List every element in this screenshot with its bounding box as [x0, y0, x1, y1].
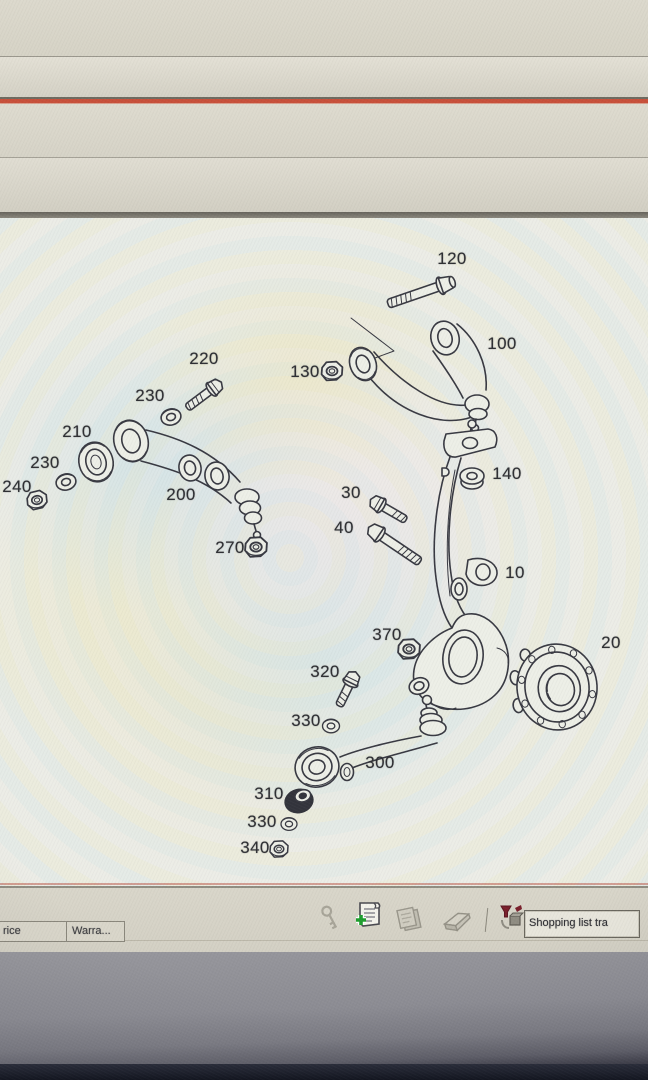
- bolt-220[interactable]: [182, 376, 226, 415]
- part-label-270-9[interactable]: 270: [215, 538, 245, 557]
- toolbar-separator: [484, 908, 489, 932]
- bottom-toolbar: rice Warra...: [0, 886, 648, 954]
- shopping-list-transfer-label: Shopping list tra: [529, 917, 608, 929]
- screen-bezel: [0, 1064, 648, 1080]
- nut-270[interactable]: [244, 536, 268, 558]
- part-label-40-11[interactable]: 40: [334, 518, 354, 537]
- part-label-320-16[interactable]: 320: [310, 662, 340, 681]
- key-icon[interactable]: [316, 904, 346, 937]
- add-note-icon[interactable]: [352, 900, 384, 939]
- bolt-40[interactable]: [364, 520, 425, 569]
- red-accent-divider: [0, 97, 648, 104]
- nut-340[interactable]: [269, 840, 289, 858]
- part-label-300-18[interactable]: 300: [365, 753, 395, 772]
- part-label-100-1[interactable]: 100: [487, 334, 517, 353]
- bolt-120[interactable]: [385, 273, 458, 313]
- washer-230-lower[interactable]: [53, 470, 79, 494]
- diagram-area-top-edge: [0, 212, 648, 218]
- tab-row-underline: [0, 940, 648, 941]
- part-label-330-17[interactable]: 330: [291, 711, 321, 730]
- part-label-370-14[interactable]: 370: [372, 625, 402, 644]
- top-bar-3: [0, 104, 648, 158]
- lower-control-arm-200[interactable]: [109, 416, 263, 540]
- part-label-140-12[interactable]: 140: [492, 464, 522, 483]
- part-label-120-0[interactable]: 120: [437, 249, 467, 268]
- part-label-210-5[interactable]: 210: [62, 422, 92, 441]
- wheel-hub-bearing-20[interactable]: [505, 639, 602, 736]
- toolbar-red-hairline: [0, 883, 648, 885]
- bolt-30[interactable]: [366, 493, 410, 527]
- part-label-220-3[interactable]: 220: [189, 349, 219, 368]
- washer-330-lower[interactable]: [280, 816, 298, 832]
- part-label-310-19[interactable]: 310: [254, 784, 284, 803]
- shopping-list-transfer-button[interactable]: Shopping list tra: [524, 910, 640, 938]
- copy-pages-icon[interactable]: [394, 904, 428, 939]
- washer-230-upper[interactable]: [158, 405, 184, 429]
- part-label-130-2[interactable]: 130: [290, 362, 320, 381]
- part-label-30-10[interactable]: 30: [341, 483, 361, 502]
- eraser-icon[interactable]: [438, 906, 476, 939]
- tab-price-label: rice: [3, 925, 21, 937]
- transfer-shopping-list-icon[interactable]: [498, 902, 528, 939]
- lower-control-arm-300[interactable]: [291, 694, 447, 793]
- part-label-10-13[interactable]: 10: [505, 563, 525, 582]
- top-bar-1: [0, 0, 648, 57]
- part-label-200-8[interactable]: 200: [166, 485, 196, 504]
- part-label-240-7[interactable]: 240: [2, 477, 32, 496]
- tab-warranty[interactable]: Warra...: [66, 921, 125, 942]
- bolt-320[interactable]: [332, 668, 363, 709]
- upper-control-arm-100[interactable]: [345, 318, 490, 433]
- part-label-230-6[interactable]: 230: [30, 453, 60, 472]
- washer-140[interactable]: [459, 467, 485, 490]
- below-window-area: [0, 952, 648, 1064]
- part-label-20-15[interactable]: 20: [601, 633, 621, 652]
- steering-knuckle-10[interactable]: [407, 419, 510, 711]
- part-label-330-20[interactable]: 330: [247, 812, 277, 831]
- top-bar-2: [0, 57, 648, 97]
- part-label-230-4[interactable]: 230: [135, 386, 165, 405]
- bushing-210[interactable]: [74, 438, 117, 485]
- top-bar-4: [0, 158, 648, 212]
- part-label-340-21[interactable]: 340: [240, 838, 270, 857]
- tab-warranty-label: Warra...: [72, 925, 111, 937]
- toolbar-tools: Shopping list tra: [312, 888, 648, 954]
- bushing-310[interactable]: [283, 786, 316, 815]
- washer-330-upper[interactable]: [321, 718, 341, 734]
- nut-130[interactable]: [320, 360, 344, 382]
